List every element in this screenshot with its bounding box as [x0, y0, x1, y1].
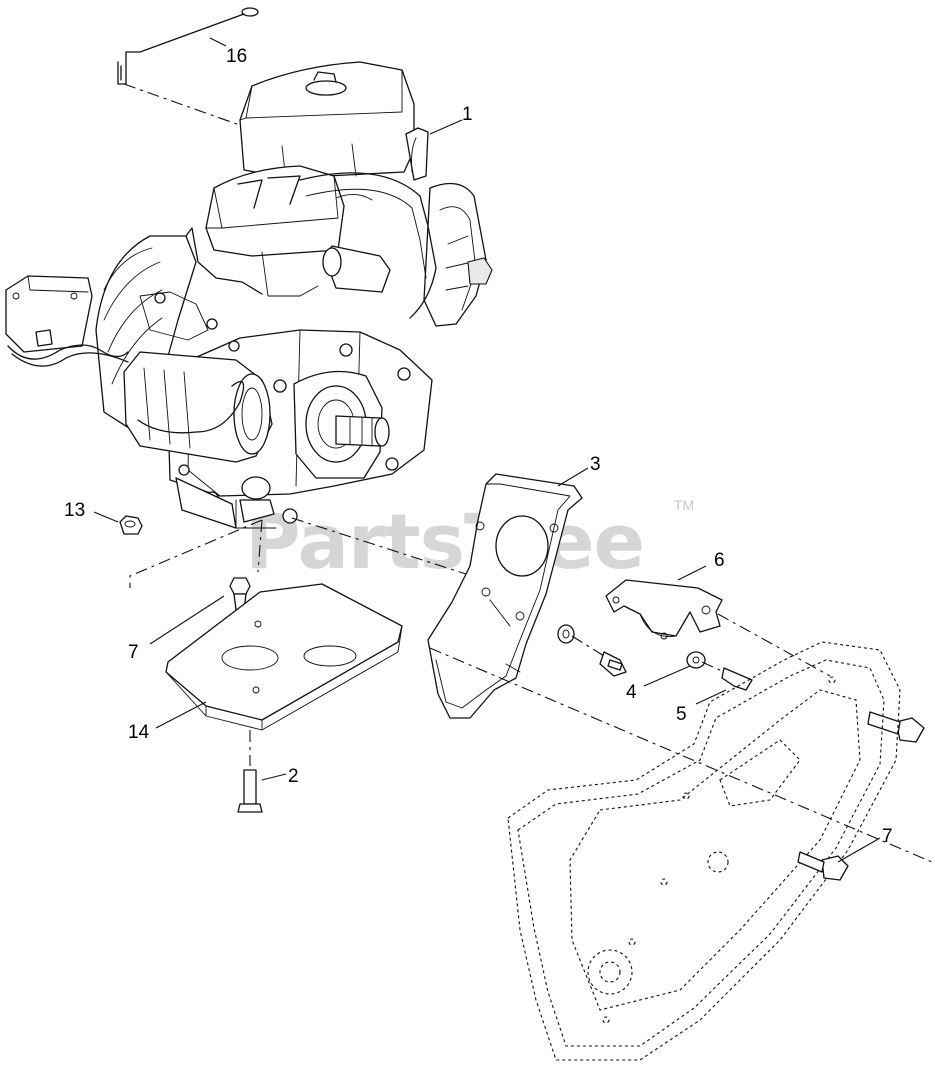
- centerline-3: [291, 517, 467, 575]
- centerline-bracket: [429, 647, 933, 863]
- watermark-trademark: TM: [674, 497, 694, 513]
- watermark: PartsTree TM: [245, 497, 694, 586]
- part-16-rod[interactable]: [117, 7, 259, 129]
- callout-6: 6: [714, 550, 725, 571]
- callout-7-left: 7: [128, 642, 139, 663]
- part-1-engine[interactable]: [5, 61, 493, 529]
- callout-4: 4: [626, 682, 637, 703]
- callout-3: 3: [590, 454, 601, 475]
- callout-5: 5: [676, 704, 687, 725]
- centerline-6: [717, 613, 831, 677]
- washer-left[interactable]: [557, 624, 575, 644]
- callout-16: 16: [226, 46, 247, 67]
- part-6-strap[interactable]: [605, 579, 723, 640]
- centerline-washer: [571, 635, 605, 657]
- watermark-text: PartsTree: [245, 497, 644, 586]
- callout-2: 2: [288, 766, 299, 787]
- callout-14: 14: [128, 722, 150, 743]
- part-13-nut[interactable]: [119, 515, 143, 535]
- bolt-bracket[interactable]: [599, 651, 627, 677]
- callout-1: 1: [462, 104, 473, 125]
- callout-7-right: 7: [882, 826, 893, 847]
- leader-lines: [93, 37, 881, 863]
- part-7-bolt-right-lower[interactable]: [797, 851, 849, 881]
- housing-panel: [507, 641, 901, 1061]
- part-2-bolt[interactable]: [237, 769, 263, 813]
- centerline-7a: [257, 519, 263, 573]
- part-4-washer[interactable]: [686, 651, 706, 669]
- callouts: 16 1 3 13 6 7 4 5 14 2 7: [64, 46, 893, 847]
- part-5-bolt[interactable]: [721, 667, 753, 691]
- centerline-13: [129, 519, 263, 588]
- part-7-bolt-right-upper[interactable]: [867, 711, 925, 743]
- part-14-plate[interactable]: [165, 583, 403, 731]
- part-3-bracket[interactable]: [427, 473, 583, 719]
- centerline-4: [701, 661, 725, 673]
- callout-13: 13: [64, 500, 85, 521]
